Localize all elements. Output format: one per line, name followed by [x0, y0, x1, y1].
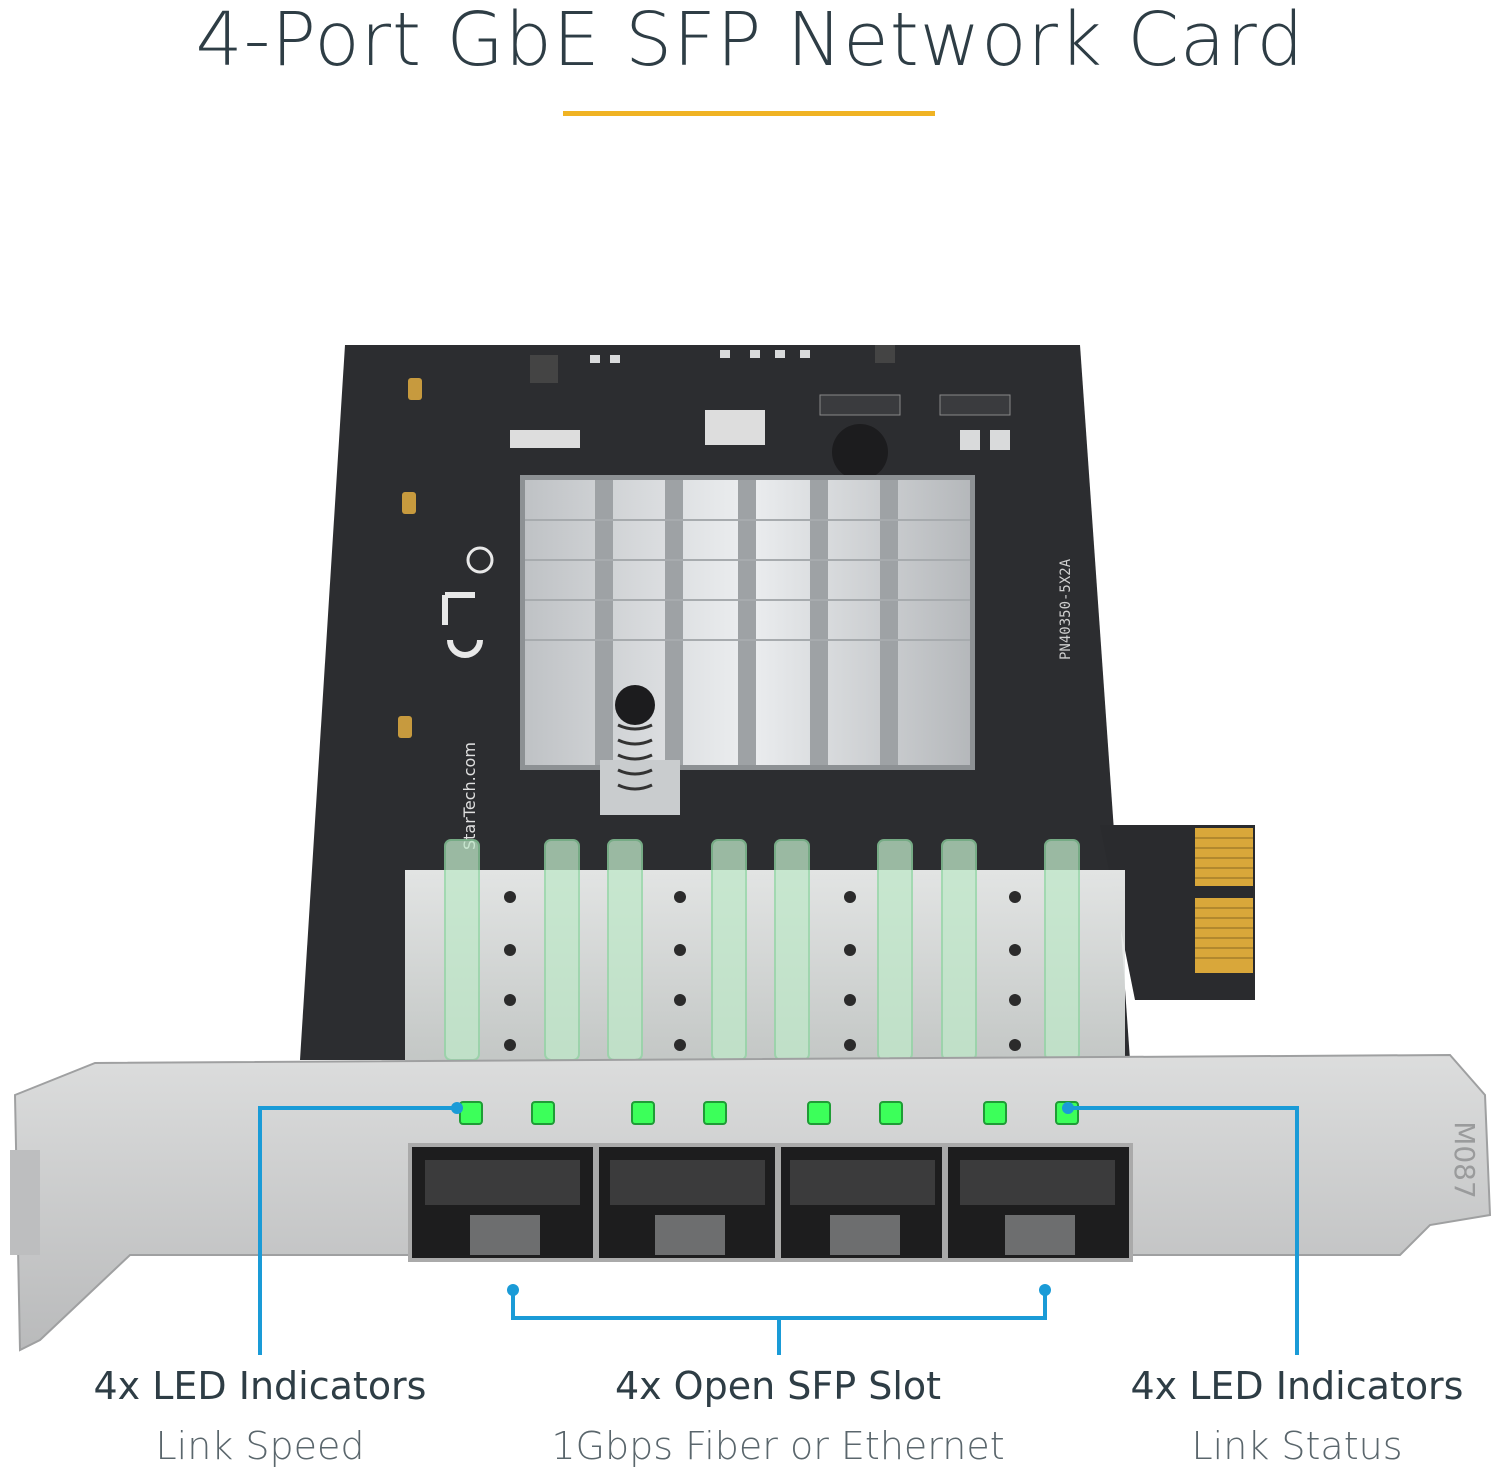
- led-indicator: [531, 1101, 555, 1125]
- network-card-photo: PN40350-5X2A StarTech.com: [10, 345, 1492, 1352]
- smd-components: [510, 345, 1011, 480]
- callout-middle-title: 4x Open SFP Slot: [614, 1364, 942, 1408]
- led-indicator: [631, 1101, 655, 1125]
- led-indicator: [703, 1101, 727, 1125]
- led-indicator: [879, 1101, 903, 1125]
- sfp-port: [595, 1143, 779, 1262]
- title-underline: [563, 111, 935, 116]
- callout-label-middle: 4x Open SFP Slot 1Gbps Fiber or Ethernet: [528, 1362, 1028, 1469]
- sfp-ports: [408, 1143, 1133, 1262]
- sfp-port: [777, 1143, 946, 1262]
- led-indicator: [1055, 1101, 1079, 1125]
- callout-left-title: 4x LED Indicators: [93, 1364, 427, 1408]
- led-indicator: [807, 1101, 831, 1125]
- callout-middle-subtitle: 1Gbps Fiber or Ethernet: [551, 1424, 1005, 1468]
- sfp-cage-assembly: [405, 839, 1125, 1070]
- bracket-part-text: M087: [1448, 1121, 1481, 1199]
- led-indicator: [983, 1101, 1007, 1125]
- brand-logo-text: StarTech.com: [460, 742, 479, 850]
- callout-label-left: 4x LED Indicators Link Speed: [10, 1362, 510, 1469]
- callout-right-subtitle: Link Status: [1191, 1424, 1403, 1468]
- mounting-holes: [398, 378, 422, 738]
- led-indicator: [459, 1101, 483, 1125]
- callout-left-subtitle: Link Speed: [155, 1424, 365, 1468]
- heatsink: [520, 475, 975, 815]
- status-leds: [459, 1101, 1079, 1125]
- certification-marks: [442, 546, 494, 658]
- callout-right-title: 4x LED Indicators: [1130, 1364, 1464, 1408]
- page-title: 4-Port GbE SFP Network Card: [195, 0, 1305, 83]
- sfp-port: [944, 1143, 1133, 1262]
- callout-label-right: 4x LED Indicators Link Status: [1047, 1362, 1500, 1469]
- sfp-port: [408, 1143, 597, 1262]
- gold-fingers: [1195, 828, 1253, 973]
- board-model-text: PN40350-5X2A: [1058, 558, 1074, 660]
